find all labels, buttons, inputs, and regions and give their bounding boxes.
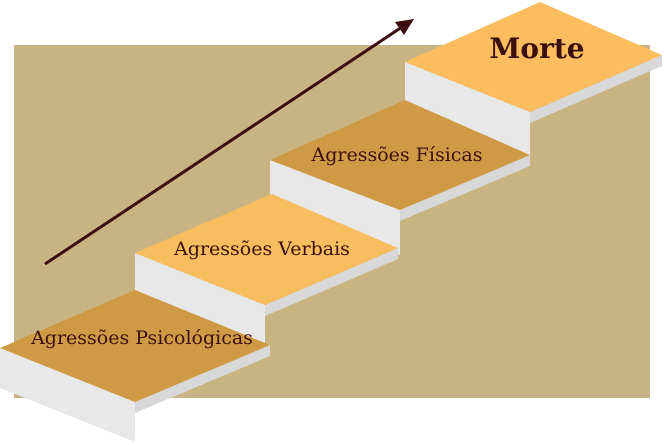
step-fisicas xyxy=(270,100,530,255)
step-label-psicologicas: Agressões Psicológicas xyxy=(30,327,253,349)
step-psicologicas xyxy=(0,290,270,442)
step-riser xyxy=(405,62,530,158)
step-riser xyxy=(135,253,265,350)
step-label-verbais: Agressões Verbais xyxy=(173,238,350,260)
step-top xyxy=(405,2,662,112)
progress-arrow-icon xyxy=(44,19,414,266)
step-side xyxy=(265,248,398,316)
step-side xyxy=(530,55,662,123)
step-label-fisicas: Agressões Físicas xyxy=(311,144,483,166)
step-verbais xyxy=(135,194,398,350)
step-top xyxy=(270,100,530,210)
step-label-morte: Morte xyxy=(489,32,584,65)
step-morte xyxy=(405,2,662,158)
step-top xyxy=(0,290,270,402)
step-side xyxy=(400,155,530,221)
step-riser xyxy=(270,160,400,255)
step-top xyxy=(135,194,398,305)
step-riser xyxy=(0,348,135,442)
step-side xyxy=(135,345,270,413)
